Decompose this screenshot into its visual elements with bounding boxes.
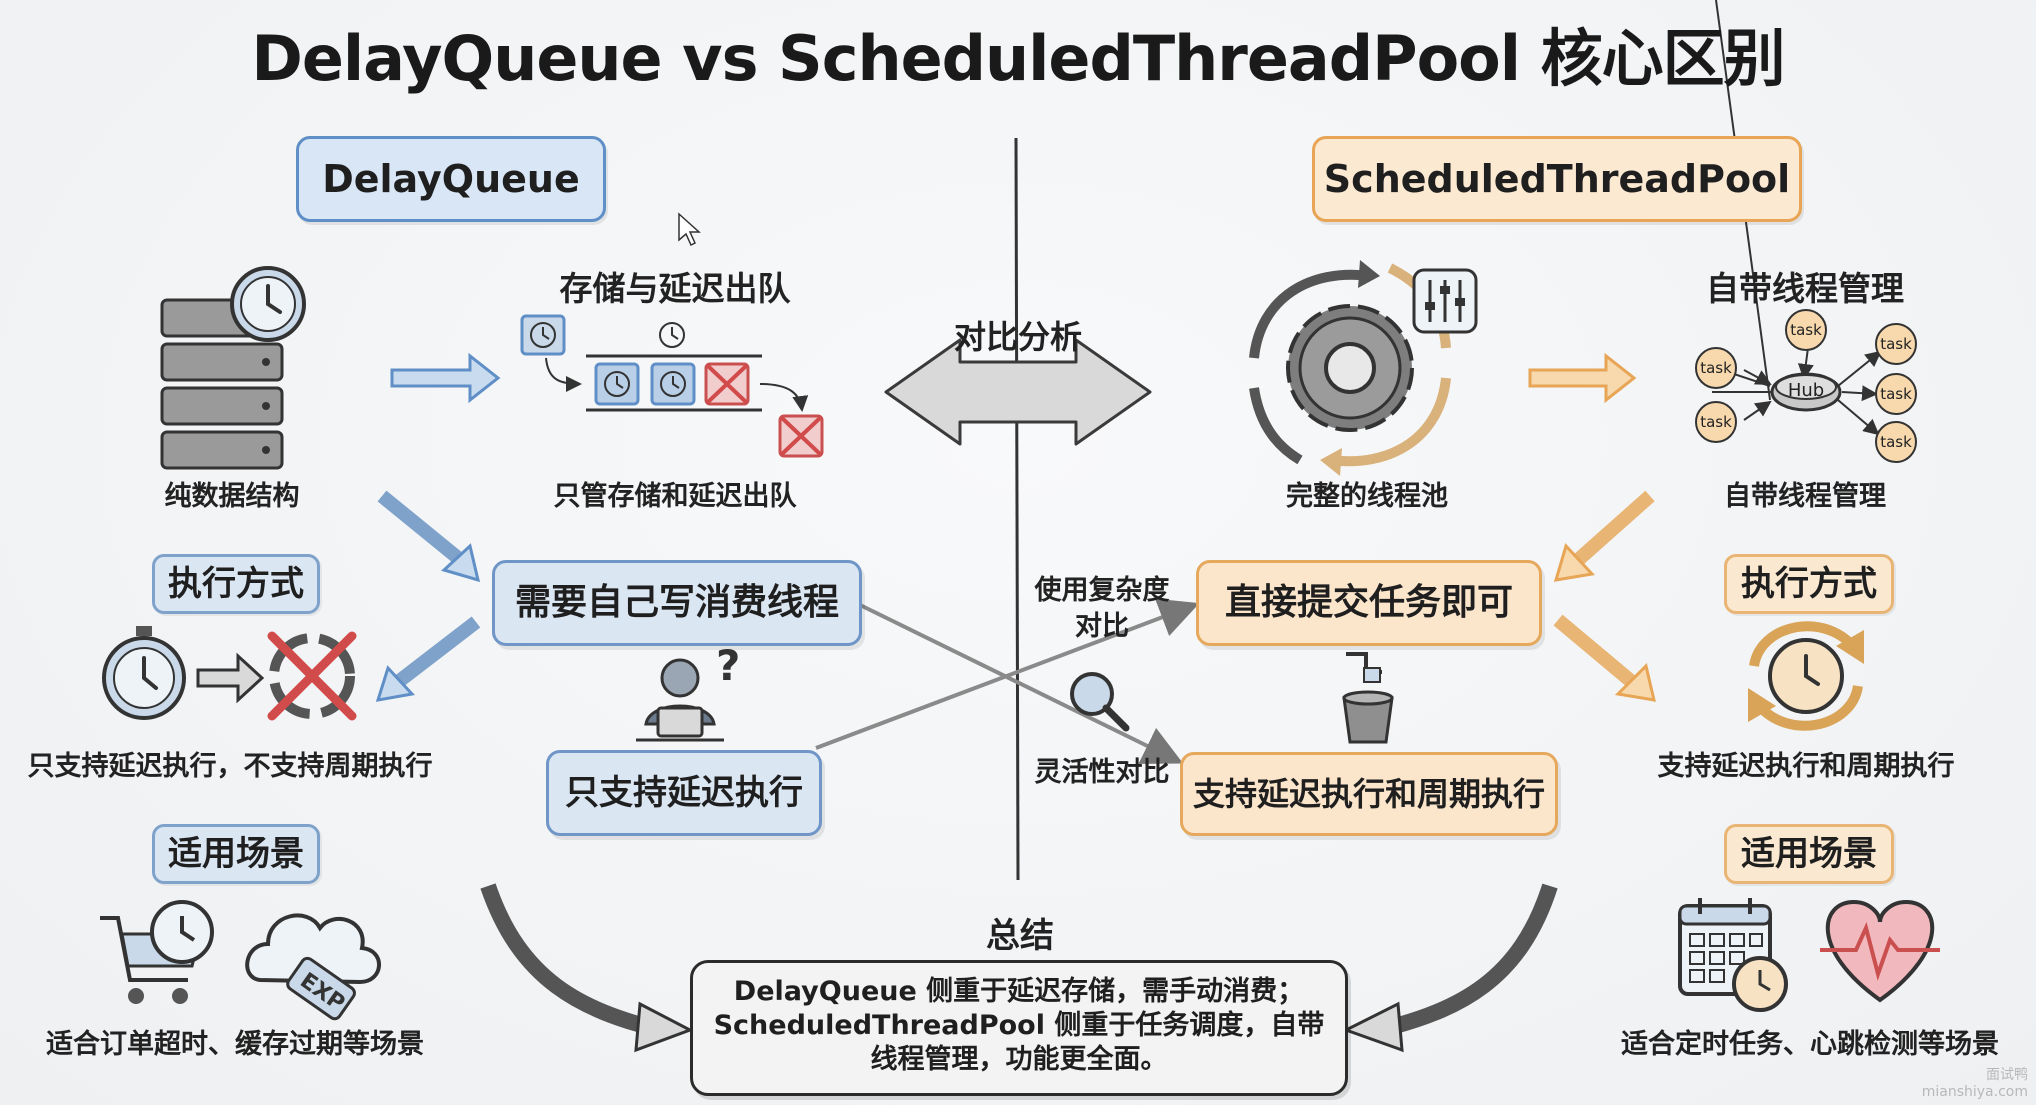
thread-mgmt-heading: 自带线程管理 — [1706, 269, 1904, 308]
task-node-label: task — [1880, 433, 1912, 451]
arrow-to-queue — [390, 352, 501, 404]
developer-icon: ? — [636, 641, 740, 742]
summary-line: ScheduledThreadPool 侧重于任务调度，自带 — [713, 1010, 1325, 1041]
complexity-label-line1: 使用复杂度 — [1034, 575, 1170, 606]
center-divider — [1014, 137, 1020, 881]
right-scenario-tag: 适用场景 — [1724, 824, 1894, 884]
scheduledthreadpool-header: ScheduledThreadPool — [1312, 136, 1802, 222]
watermark-line2: mianshiya.com — [1921, 1084, 2028, 1100]
clock-icon — [230, 266, 306, 342]
summary-heading: 总结 — [986, 916, 1054, 956]
no-periodic-icon — [267, 631, 357, 721]
submit-task-box: 直接提交任务即可 — [1196, 560, 1542, 646]
periodic-clock-icon — [1748, 621, 1864, 731]
cross-arrow-1 — [857, 602, 1184, 764]
hub-task-diagram-icon: Hub task task task task task task — [1695, 0, 1917, 463]
right-scenario-label: 适合定时任务、心跳检测等场景 — [1621, 1029, 1999, 1060]
task-node-label: task — [1880, 335, 1912, 353]
thread-mgmt-label: 自带线程管理 — [1724, 481, 1886, 512]
summary-line: DelayQueue 侧重于延迟存储，需手动消费； — [733, 976, 1305, 1007]
complexity-label-line2: 对比 — [1075, 611, 1129, 642]
delay-periodic-box: 支持延迟执行和周期执行 — [1180, 752, 1558, 836]
left-scenario-tag: 适用场景 — [152, 824, 320, 884]
arrow-to-exec-mode — [393, 616, 481, 688]
calendar-clock-icon — [1678, 898, 1788, 1012]
left-exec-support-label: 只支持延迟执行，不支持周期执行 — [27, 751, 433, 782]
task-node-label: task — [1880, 385, 1912, 403]
left-exec-mode-tag: 执行方式 — [152, 554, 320, 614]
task-node-label: task — [1700, 359, 1732, 377]
hub-label: Hub — [1788, 380, 1824, 401]
right-exec-mode-tag: 执行方式 — [1724, 554, 1894, 614]
cloud-exp-icon: EXP — [245, 913, 381, 1021]
arrow-to-submit-box — [1573, 490, 1655, 566]
stopwatch-icon — [102, 626, 186, 720]
delayqueue-header: DelayQueue — [296, 136, 606, 222]
pure-structure-label: 纯数据结构 — [164, 481, 300, 512]
delay-only-box: 只支持延迟执行 — [546, 750, 822, 836]
task-node-label: task — [1790, 321, 1822, 339]
watermark-line1: 面试鸭 — [1986, 1067, 2028, 1083]
summary-arrow-left — [480, 883, 662, 1038]
left-scenario-label: 适合订单超时、缓存过期等场景 — [46, 1029, 424, 1060]
need-consumer-box: 需要自己写消费线程 — [492, 560, 862, 646]
flexibility-label: 灵活性对比 — [1034, 757, 1170, 788]
submit-task-icon — [1342, 652, 1394, 744]
task-node-label: task — [1700, 413, 1732, 431]
summary-line: 线程管理，功能更全面。 — [870, 1044, 1168, 1075]
settings-sliders-icon — [1412, 268, 1478, 334]
compare-double-arrow-icon — [884, 338, 1152, 446]
arrow-to-right-exec-mode — [1553, 614, 1637, 688]
summary-arrow-right — [1378, 883, 1558, 1038]
arrow-stopwatch-to-cycle — [196, 652, 265, 704]
full-pool-label: 完整的线程池 — [1286, 481, 1448, 512]
mouse-cursor-icon — [678, 212, 701, 247]
right-exec-support-label: 支持延迟执行和周期执行 — [1657, 751, 1955, 782]
page-title: DelayQueue vs ScheduledThreadPool 核心区别 — [251, 22, 1785, 95]
thread-pool-gear-icon — [1249, 260, 1451, 476]
arrow-to-hub — [1528, 352, 1637, 404]
svg-text:?: ? — [716, 641, 740, 690]
compare-label: 对比分析 — [953, 318, 1082, 356]
arrow-to-consumer-box — [377, 490, 463, 564]
cart-timer-icon — [100, 900, 214, 1004]
heartbeat-icon — [1820, 899, 1940, 1003]
queue-diagram-icon — [520, 314, 824, 458]
summary-box: DelayQueue 侧重于延迟存储，需手动消费； ScheduledThrea… — [690, 960, 1348, 1096]
cross-arrow-2 — [815, 598, 1200, 750]
storage-heading: 存储与延迟出队 — [559, 269, 791, 308]
magnifier-icon — [1070, 672, 1130, 732]
store-only-label: 只管存储和延迟出队 — [553, 481, 797, 512]
